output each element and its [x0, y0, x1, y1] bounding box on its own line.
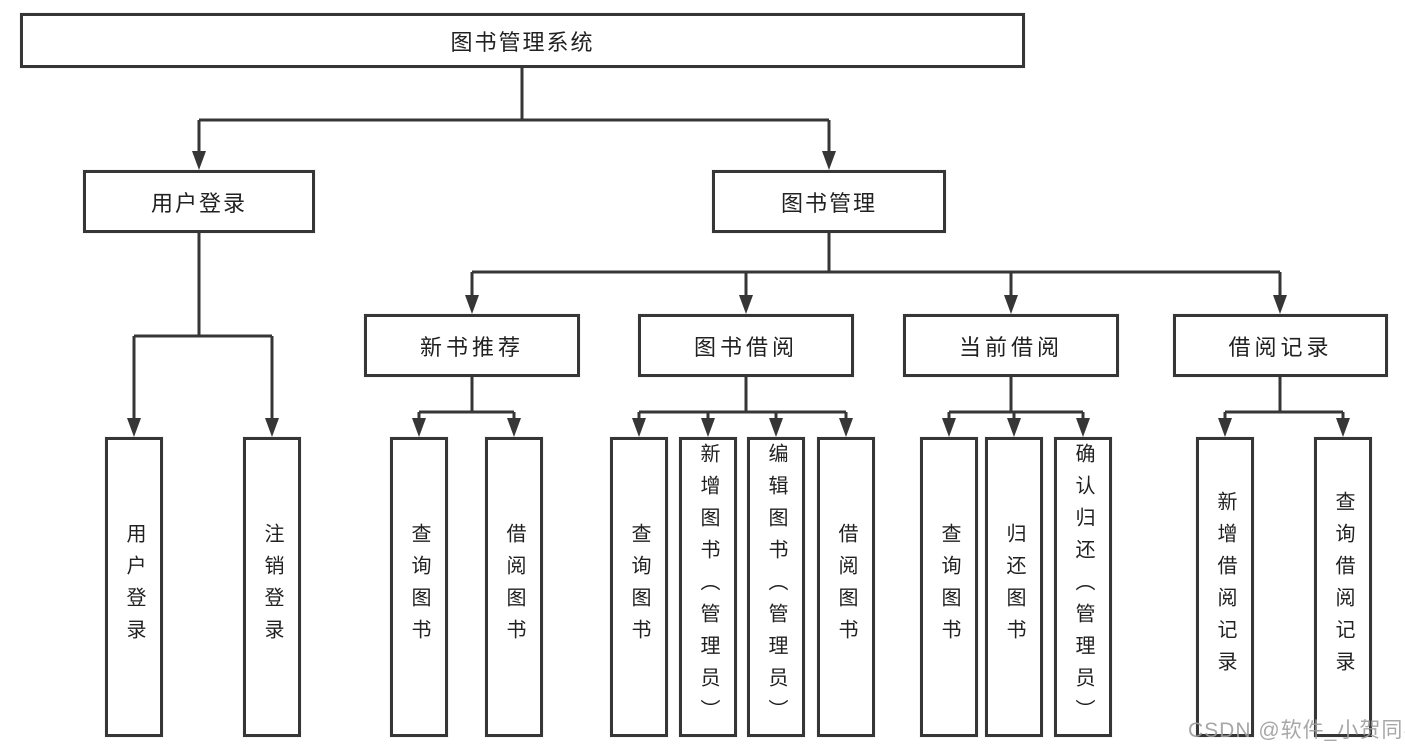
leaf-query-books-1: 查询图书: [390, 437, 448, 737]
node-label: 图书借阅: [693, 334, 798, 360]
leaf-add-book-admin: 新增图书（管理员）: [679, 437, 737, 737]
node-library-management-system: 图书管理系统: [20, 13, 1025, 68]
node-label: 用户登录: [150, 190, 247, 216]
leaf-logout: 注销登录: [243, 437, 301, 737]
node-current-borrow: 当前借阅: [903, 314, 1119, 377]
arrowheads: [127, 151, 1350, 437]
leaf-label: 查询图书: [938, 523, 960, 651]
leaf-user-login: 用户登录: [105, 437, 163, 737]
connector-records-split: [1223, 377, 1345, 420]
leaf-return-book: 归还图书: [985, 437, 1043, 737]
watermark: CSDN @软件_小贺同学: [1188, 719, 1405, 742]
leaf-label: 确认归还（管理员）: [1072, 443, 1094, 731]
leaf-label: 新增图书（管理员）: [697, 443, 719, 731]
leaf-query-books-2: 查询图书: [610, 437, 668, 737]
node-label: 当前借阅: [958, 334, 1063, 360]
connector-mgmt-split: [470, 233, 1282, 297]
leaf-label: 新增借阅记录: [1214, 491, 1236, 683]
node-label: 图书管理系统: [450, 29, 595, 55]
connector-strokes: [132, 68, 1345, 420]
connector-newrec-split: [417, 377, 516, 420]
node-book-borrow: 图书借阅: [638, 314, 854, 377]
leaf-add-borrow-record: 新增借阅记录: [1196, 437, 1254, 737]
leaf-label: 查询图书: [628, 523, 650, 651]
leaf-borrow-books-2: 借阅图书: [817, 437, 875, 737]
node-label: 图书管理: [780, 190, 877, 216]
leaf-label: 编辑图书（管理员）: [765, 443, 787, 731]
leaf-label: 用户登录: [123, 523, 145, 651]
leaf-label: 借阅图书: [503, 523, 525, 651]
node-user-login: 用户登录: [83, 170, 315, 233]
node-new-book-recommend: 新书推荐: [364, 314, 580, 377]
connector-borrow-split: [637, 377, 848, 420]
leaf-label: 借阅图书: [835, 523, 857, 651]
leaf-query-books-3: 查询图书: [920, 437, 978, 737]
leaf-borrow-books-1: 借阅图书: [485, 437, 543, 737]
leaf-edit-book-admin: 编辑图书（管理员）: [747, 437, 805, 737]
leaf-query-borrow-record: 查询借阅记录: [1314, 437, 1372, 737]
leaf-label: 查询借阅记录: [1332, 491, 1354, 683]
connector-user-split: [132, 233, 274, 420]
node-label: 新书推荐: [419, 334, 524, 360]
node-label: 借阅记录: [1228, 334, 1333, 360]
leaf-label: 归还图书: [1003, 523, 1025, 651]
leaf-label: 查询图书: [408, 523, 430, 651]
leaf-label: 注销登录: [261, 523, 283, 651]
node-borrow-records: 借阅记录: [1173, 314, 1388, 377]
leaf-confirm-return-admin: 确认归还（管理员）: [1054, 437, 1112, 737]
node-book-management: 图书管理: [712, 170, 946, 233]
connector-current-split: [947, 377, 1085, 420]
connector-root-split: [197, 68, 831, 152]
